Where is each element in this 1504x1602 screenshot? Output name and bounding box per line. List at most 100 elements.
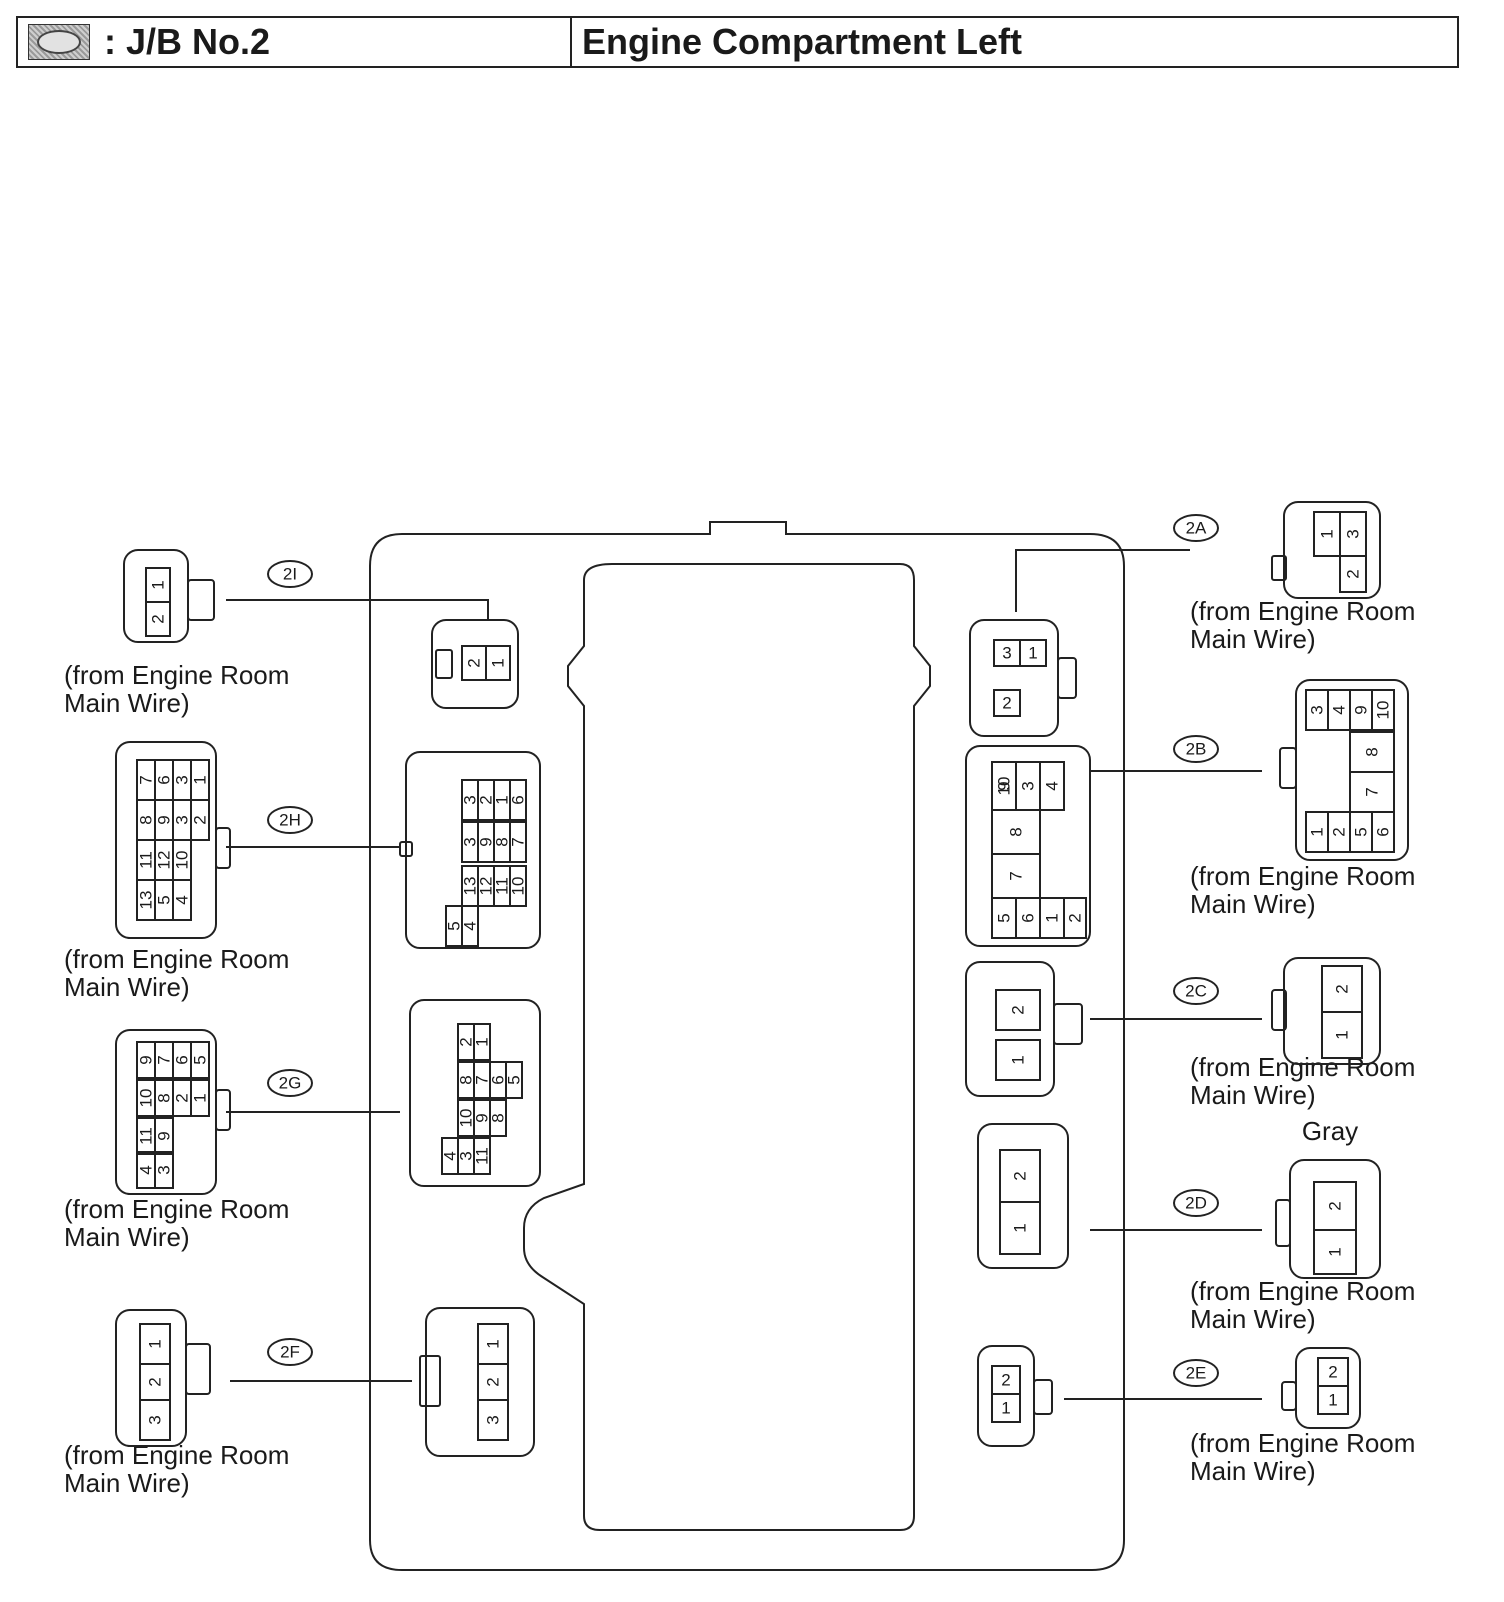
connector-2d-badge: 2D xyxy=(1173,1189,1219,1217)
pin-2b-10: 10 xyxy=(1374,701,1393,720)
pin-2b-7: 7 xyxy=(1363,787,1382,796)
pin-2i-2: 2 xyxy=(465,658,484,667)
pin-2b-8: 8 xyxy=(1363,747,1382,756)
pin-2h-12: 12 xyxy=(155,851,174,870)
connector-2g-badge: 2G xyxy=(267,1069,313,1097)
connector-2i-label: 2I xyxy=(283,565,297,584)
pin-2e-2: 2 xyxy=(1328,1363,1337,1382)
pin-cell-2f-3 xyxy=(139,1399,171,1441)
pin-2f-2: 2 xyxy=(484,1377,503,1386)
pin-2b-3: 3 xyxy=(1308,705,1327,714)
connector-2a-socket xyxy=(969,619,1059,737)
connector-2d-plug xyxy=(1289,1159,1381,1279)
connector-2h-caption-line: (from Engine Room xyxy=(64,944,289,974)
pin-2e-1: 1 xyxy=(1001,1399,1010,1418)
connector-2h-caption-line: Main Wire) xyxy=(64,972,190,1002)
connector-2f-socket xyxy=(425,1307,535,1457)
junction-block-name: : J/B No.2 xyxy=(104,21,271,62)
pin-2b-4: 4 xyxy=(1043,781,1062,790)
connector-2g-socket xyxy=(409,999,541,1187)
connector-2g-caption-line: (from Engine Room xyxy=(64,1194,289,1224)
pin-2g-8: 8 xyxy=(457,1075,476,1084)
connector-2i-latch xyxy=(187,579,215,621)
pin-2g-5: 5 xyxy=(505,1075,524,1084)
location-title: Engine Compartment Left xyxy=(582,21,1023,62)
connector-2i-socket xyxy=(431,619,519,709)
pin-2g-8: 8 xyxy=(489,1113,508,1122)
pin-cell-2f-3 xyxy=(477,1399,509,1441)
pin-cell-2g-8 xyxy=(489,1099,507,1137)
connector-2d-label: 2D xyxy=(1185,1194,1207,1213)
connector-2b-caption-line: (from Engine Room xyxy=(1190,861,1415,891)
pin-2b-5: 5 xyxy=(995,913,1014,922)
pin-2g-1: 1 xyxy=(191,1093,210,1102)
connector-2d-color-label: Gray xyxy=(1302,1116,1358,1146)
pin-2h-2: 2 xyxy=(477,795,496,804)
connector-2c-caption-line: Main Wire) xyxy=(1190,1080,1316,1110)
pin-cell-2a-2 xyxy=(993,689,1021,717)
pin-2c-2: 2 xyxy=(1009,1005,1028,1014)
pin-2g-10: 10 xyxy=(457,1109,476,1128)
connector-2e-caption-line: Main Wire) xyxy=(1190,1456,1316,1486)
connector-2c-caption-line: (from Engine Room xyxy=(1190,1052,1415,1082)
pin-cell-2c-1 xyxy=(1321,1011,1363,1059)
pin-2h-13: 13 xyxy=(137,891,156,910)
connector-2b-socket xyxy=(965,745,1091,947)
pin-cell-2b-2 xyxy=(1063,897,1087,939)
pin-2c-1: 1 xyxy=(1009,1055,1028,1064)
connector-2f-badge: 2F xyxy=(267,1338,313,1366)
pin-2h-10: 10 xyxy=(509,877,528,896)
connector-2c-badge: 2C xyxy=(1173,977,1219,1005)
pin-2g-7: 7 xyxy=(473,1075,492,1084)
pin-2b-3: 3 xyxy=(1019,781,1038,790)
connector-2f-badge-outline xyxy=(267,1338,313,1366)
pin-2d-1: 1 xyxy=(1326,1247,1345,1256)
pin-2h-5: 5 xyxy=(445,921,464,930)
pin-2a-1: 1 xyxy=(1318,529,1337,538)
pin-2h-8: 8 xyxy=(137,815,156,824)
pin-2h-11: 11 xyxy=(137,851,156,869)
pin-2e-2: 2 xyxy=(1001,1371,1010,1390)
connector-2b-label: 2B xyxy=(1186,740,1207,759)
connector-2h-label: 2H xyxy=(279,811,301,830)
pin-cell-2g-11 xyxy=(473,1137,491,1175)
pin-2g-9: 9 xyxy=(473,1113,492,1122)
pin-2f-1: 1 xyxy=(484,1339,503,1348)
connector-2a-label: 2A xyxy=(1186,519,1207,538)
pin-cell-2g-1 xyxy=(190,1079,210,1117)
pin-cell-2h-7 xyxy=(509,821,527,863)
pin-2e-1: 1 xyxy=(1328,1391,1337,1410)
pin-2f-1: 1 xyxy=(146,1339,165,1348)
pin-2h-12: 12 xyxy=(477,877,496,896)
connector-2h-badge-outline xyxy=(267,806,313,834)
connector-2a-plug xyxy=(1283,501,1381,599)
pin-cell-2a-2 xyxy=(1339,555,1367,593)
pin-2a-2: 2 xyxy=(1002,694,1011,713)
connector-2c-latch xyxy=(1271,989,1287,1031)
pin-2h-10: 10 xyxy=(173,851,192,870)
pin-2d-2: 2 xyxy=(1326,1201,1345,1210)
connector-2i-badge-outline xyxy=(267,560,313,588)
connector-2e-socket xyxy=(977,1345,1035,1447)
connector-2i-caption-line: Main Wire) xyxy=(64,688,190,718)
connector-2h-badge: 2H xyxy=(267,806,313,834)
connector-2e-socket-latch xyxy=(1033,1379,1053,1415)
pin-2b-1: 1 xyxy=(1308,827,1327,836)
pin-2b-6: 6 xyxy=(1019,913,1038,922)
connector-2h-socket xyxy=(405,751,541,949)
pin-2g-9: 9 xyxy=(137,1055,156,1064)
pin-2g-2: 2 xyxy=(457,1037,476,1046)
connector-2c-badge-outline xyxy=(1173,977,1219,1005)
connector-2c-plug xyxy=(1283,957,1381,1065)
junction-block-center-recess xyxy=(523,563,931,1531)
connector-2i-caption-line: (from Engine Room xyxy=(64,660,289,690)
pin-2i-1: 1 xyxy=(489,658,508,667)
pin-2b-4: 4 xyxy=(1330,705,1349,714)
pin-2b-2: 2 xyxy=(1066,913,1085,922)
pin-cell-2b-10 xyxy=(1371,689,1395,731)
pin-2h-11: 11 xyxy=(493,877,512,895)
connector-2g-label: 2G xyxy=(279,1074,302,1093)
connector-2f-latch xyxy=(185,1343,211,1395)
pin-cell-2g-3 xyxy=(154,1151,174,1189)
